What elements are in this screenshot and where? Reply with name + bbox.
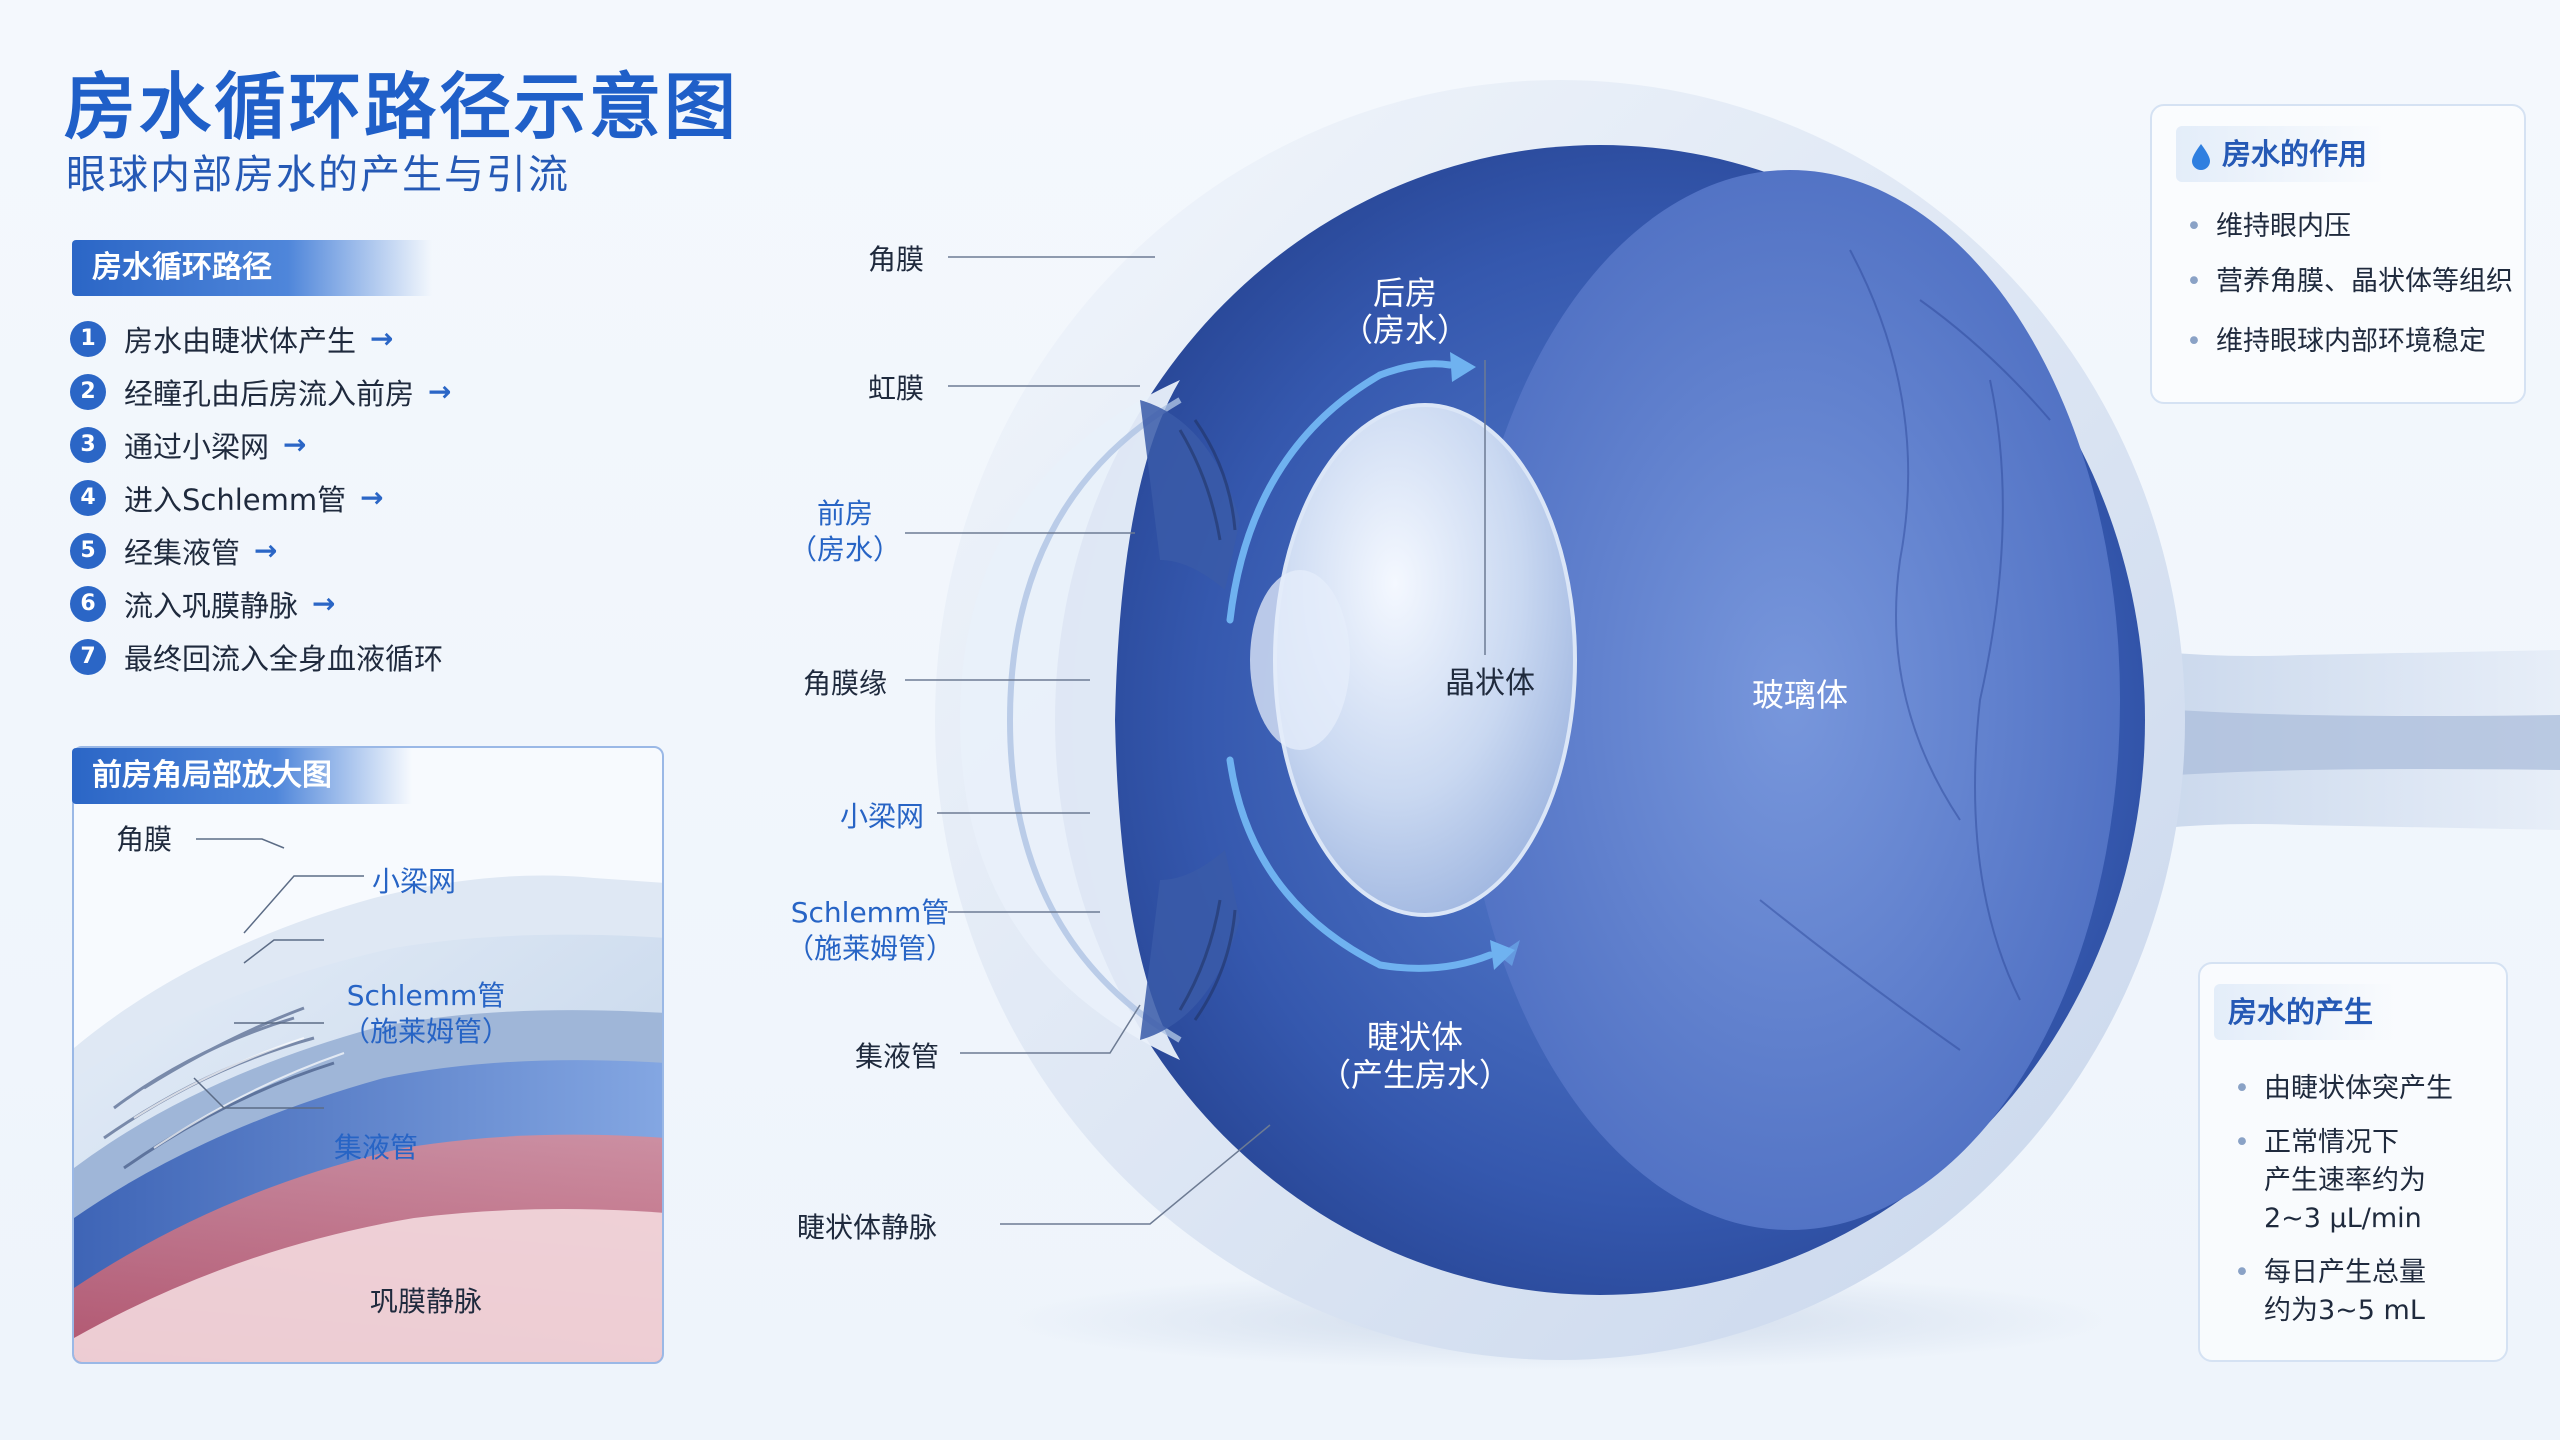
list-item: 每日产生总量 bbox=[2234, 1254, 2453, 1292]
step-number: 1 bbox=[70, 320, 106, 357]
inset-label-schlemm: Schlemm管 bbox=[346, 979, 506, 1012]
pathway-step: 5 经集液管 → bbox=[70, 524, 630, 577]
list-item: 正常情况下 bbox=[2234, 1124, 2453, 1162]
list-item: 维持眼球内部环境稳定 bbox=[2186, 323, 2513, 361]
inset-label-cornea: 角膜 bbox=[116, 823, 173, 856]
function-card-heading: 房水的作用 bbox=[2176, 126, 2390, 182]
angle-inset-panel: 角膜 小梁网 Schlemm管 （施莱姆管） 集液管 巩膜静脉 bbox=[72, 746, 664, 1364]
label-lens: 晶状体 bbox=[1445, 666, 1535, 701]
label-schlemm: Schlemm管 bbox=[790, 896, 950, 929]
arrow-right-icon: → bbox=[254, 534, 278, 567]
step-text: 房水由睫状体产生 bbox=[124, 323, 357, 358]
function-card: 房水的作用 维持眼内压 营养角膜、晶状体等组织 维持眼球内部环境稳定 bbox=[2150, 104, 2526, 404]
step-number: 7 bbox=[70, 638, 106, 675]
arrow-right-icon: → bbox=[283, 428, 307, 461]
label-limbus: 角膜缘 bbox=[803, 667, 888, 700]
label-posterior-chamber-note: （房水） bbox=[1340, 311, 1469, 349]
step-text: 通过小梁网 bbox=[124, 429, 270, 464]
step-number: 2 bbox=[70, 373, 106, 410]
water-drop-icon bbox=[2192, 144, 2210, 170]
step-text: 进入Schlemm管 bbox=[124, 482, 347, 517]
inset-label-schlemm-cn: （施莱姆管） bbox=[341, 1015, 510, 1048]
leader-lines bbox=[905, 256, 1486, 1225]
page-title: 房水循环路径示意图 bbox=[64, 65, 740, 149]
inset-label-collector: 集液管 bbox=[334, 1131, 419, 1164]
iris-lower bbox=[1140, 850, 1240, 1040]
label-ciliary-vein: 睫状体静脉 bbox=[797, 1211, 938, 1244]
aqueous-flow-arrows bbox=[1226, 360, 1494, 972]
label-anterior-chamber: 前房 bbox=[816, 497, 873, 530]
inset-heading: 前房角局部放大图 bbox=[72, 748, 412, 804]
step-number: 6 bbox=[70, 585, 106, 622]
label-cornea: 角膜 bbox=[868, 243, 925, 276]
pathway-heading: 房水循环路径 bbox=[72, 240, 432, 296]
label-iris: 虹膜 bbox=[868, 372, 925, 405]
list-item-cont: 2~3 μL/min bbox=[2264, 1203, 2422, 1234]
list-item: 营养角膜、晶状体等组织 bbox=[2186, 263, 2513, 301]
pathway-steps: 1 房水由睫状体产生 → 2 经瞳孔由后房流入前房 → 3 通过小梁网 → 4 … bbox=[70, 312, 630, 683]
list-item: 维持眼内压 bbox=[2186, 208, 2513, 246]
step-text: 流入巩膜静脉 bbox=[124, 588, 299, 623]
pathway-step: 4 进入Schlemm管 → bbox=[70, 471, 630, 524]
label-vitreous: 玻璃体 bbox=[1751, 676, 1848, 714]
function-card-title: 房水的作用 bbox=[2222, 137, 2368, 171]
arrow-right-icon: → bbox=[428, 375, 452, 408]
arrow-right-icon: → bbox=[312, 587, 336, 620]
step-text: 经集液管 bbox=[124, 535, 241, 570]
arrow-right-icon: → bbox=[360, 481, 384, 514]
label-anterior-chamber-note: （房水） bbox=[788, 533, 901, 566]
label-ciliary-body-note: （产生房水） bbox=[1318, 1056, 1511, 1094]
list-item-cont: 约为3~5 mL bbox=[2264, 1295, 2425, 1326]
page-subtitle: 眼球内部房水的产生与引流 bbox=[66, 152, 570, 198]
pathway-step: 6 流入巩膜静脉 → bbox=[70, 577, 630, 630]
list-item-cont: 产生速率约为 bbox=[2264, 1165, 2426, 1196]
function-list: 维持眼内压 营养角膜、晶状体等组织 维持眼球内部环境稳定 bbox=[2186, 208, 2513, 361]
production-list: 由睫状体突产生 正常情况下 产生速率约为 2~3 μL/min 每日产生总量 约… bbox=[2234, 1070, 2453, 1330]
label-schlemm-cn: （施莱姆管） bbox=[785, 932, 954, 965]
label-posterior-chamber: 后房 bbox=[1372, 274, 1437, 312]
angle-inset-illustration bbox=[74, 838, 662, 1362]
pathway-step: 1 房水由睫状体产生 → bbox=[70, 312, 630, 365]
pathway-step: 7 最终回流入全身血液循环 bbox=[70, 630, 630, 683]
production-card: 房水的产生 由睫状体突产生 正常情况下 产生速率约为 2~3 μL/min 每日… bbox=[2198, 962, 2508, 1362]
label-trabecular: 小梁网 bbox=[840, 800, 925, 833]
step-text: 经瞳孔由后房流入前房 bbox=[124, 376, 415, 411]
production-card-heading: 房水的产生 bbox=[2214, 984, 2396, 1040]
label-ciliary-body: 睫状体 bbox=[1366, 1018, 1463, 1056]
vitreous-body bbox=[1460, 170, 2120, 1230]
step-number: 3 bbox=[70, 426, 106, 463]
pathway-step: 2 经瞳孔由后房流入前房 → bbox=[70, 365, 630, 418]
iris-upper bbox=[1140, 400, 1240, 590]
cornea-shape bbox=[960, 380, 1180, 1060]
inset-label-trabecular: 小梁网 bbox=[372, 865, 457, 898]
inset-label-scleral-vein: 巩膜静脉 bbox=[370, 1285, 483, 1318]
pathway-step: 3 通过小梁网 → bbox=[70, 418, 630, 471]
step-number: 5 bbox=[70, 532, 106, 569]
step-text: 最终回流入全身血液循环 bbox=[124, 641, 444, 676]
step-number: 4 bbox=[70, 479, 106, 516]
list-item: 由睫状体突产生 bbox=[2234, 1070, 2453, 1108]
arrow-right-icon: → bbox=[370, 322, 394, 355]
label-collector: 集液管 bbox=[855, 1040, 940, 1073]
